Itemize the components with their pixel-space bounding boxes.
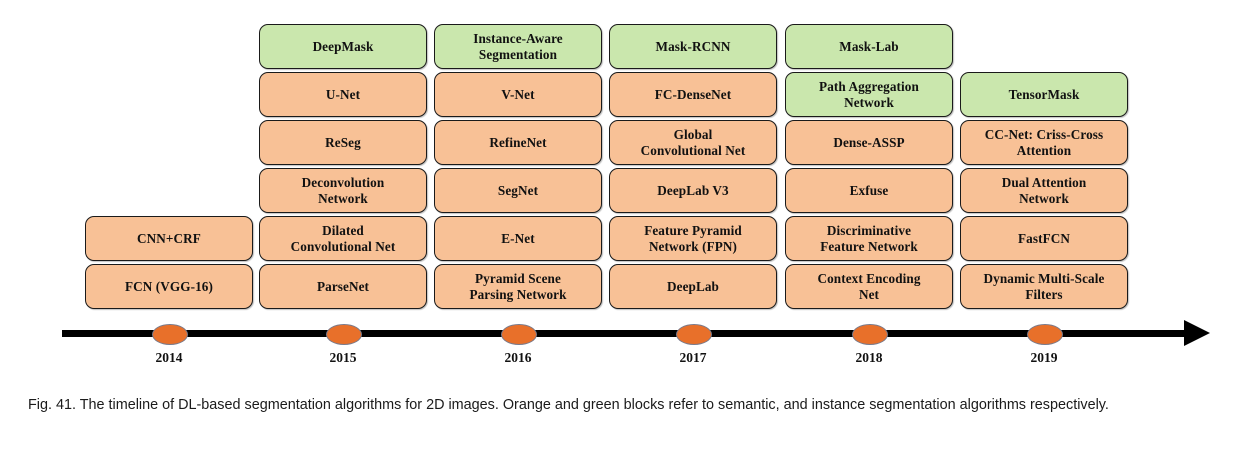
algorithm-block-label: Mask-RCNN [655,38,731,54]
algorithm-block[interactable]: ReSeg [259,120,427,165]
algorithm-block-label: E-Net [501,230,535,246]
algorithm-block-label: Dense-ASSP [833,134,905,150]
axis-tick-marker-2017 [676,324,712,345]
algorithm-block[interactable]: Dilated Convolutional Net [259,216,427,261]
algorithm-block[interactable]: Feature Pyramid Network (FPN) [609,216,777,261]
algorithm-block[interactable]: Mask-RCNN [609,24,777,69]
algorithm-block-label: Discriminative Feature Network [820,223,918,254]
algorithm-block[interactable]: E-Net [434,216,602,261]
algorithm-block-label: SegNet [497,182,539,198]
algorithm-block[interactable]: Discriminative Feature Network [785,216,953,261]
algorithm-block-label: Exfuse [849,182,889,198]
algorithm-block-label: CNN+CRF [137,230,201,246]
algorithm-block-label: FCN (VGG-16) [124,278,213,294]
axis-tick-marker-2019 [1027,324,1063,345]
axis-tick-marker-2016 [501,324,537,345]
algorithm-block[interactable]: FC-DenseNet [609,72,777,117]
algorithm-block[interactable]: Global Convolutional Net [609,120,777,165]
algorithm-block-label: DeepLab [667,278,719,294]
algorithm-block-label: FC-DenseNet [654,86,732,102]
algorithm-block[interactable]: Mask-Lab [785,24,953,69]
algorithm-block-label: Context Encoding Net [817,271,921,302]
axis-tick-label-2016: 2016 [504,350,532,365]
algorithm-block[interactable]: Dual Attention Network [960,168,1128,213]
algorithm-block-label: U-Net [325,86,361,102]
algorithm-block-label: V-Net [501,86,535,102]
algorithm-block[interactable]: Context Encoding Net [785,264,953,309]
algorithm-block[interactable]: Pyramid Scene Parsing Network [434,264,602,309]
algorithm-block[interactable]: CNN+CRF [85,216,253,261]
algorithm-block[interactable]: Path Aggregation Network [785,72,953,117]
algorithm-block[interactable]: ParseNet [259,264,427,309]
algorithm-block[interactable]: TensorMask [960,72,1128,117]
algorithm-block[interactable]: FastFCN [960,216,1128,261]
algorithm-block-label: Dilated Convolutional Net [290,223,396,254]
algorithm-block-label: Pyramid Scene Parsing Network [469,271,567,302]
algorithm-block-label: CC-Net: Criss-Cross Attention [984,127,1104,158]
algorithm-block-label: Deconvolution Network [301,175,385,206]
axis-tick-label-2019: 2019 [1030,350,1058,365]
algorithm-block[interactable]: Dynamic Multi-Scale Filters [960,264,1128,309]
axis-tick-label-2018: 2018 [855,350,883,365]
algorithm-block-label: ReSeg [325,134,361,150]
algorithm-block-label: DeepMask [312,38,374,54]
axis-line [62,330,1187,337]
algorithm-block-label: DeepLab V3 [657,182,729,198]
algorithm-block[interactable]: RefineNet [434,120,602,165]
algorithm-block-label: TensorMask [1008,86,1080,102]
algorithm-block[interactable]: U-Net [259,72,427,117]
algorithm-block[interactable]: SegNet [434,168,602,213]
axis-tick-label-2017: 2017 [679,350,707,365]
axis-tick-marker-2014 [152,324,188,345]
algorithm-block[interactable]: DeepMask [259,24,427,69]
algorithm-block[interactable]: CC-Net: Criss-Cross Attention [960,120,1128,165]
algorithm-block-label: Global Convolutional Net [640,127,746,158]
algorithm-block-label: FastFCN [1018,230,1070,246]
algorithm-block[interactable]: Exfuse [785,168,953,213]
algorithm-block[interactable]: FCN (VGG-16) [85,264,253,309]
timeline-axis: 2014 2015 2016 2017 2018 2019 [0,315,1234,375]
axis-tick-marker-2018 [852,324,888,345]
algorithm-block[interactable]: Instance-Aware Segmentation [434,24,602,69]
algorithm-block[interactable]: DeepLab [609,264,777,309]
algorithm-block[interactable]: Deconvolution Network [259,168,427,213]
axis-tick-label-2015: 2015 [329,350,357,365]
algorithm-block[interactable]: DeepLab V3 [609,168,777,213]
algorithm-block-label: Path Aggregation Network [819,79,919,110]
algorithm-block-label: Feature Pyramid Network (FPN) [644,223,742,254]
algorithm-block-label: RefineNet [489,134,547,150]
algorithm-block-label: Instance-Aware Segmentation [473,31,563,62]
axis-tick-marker-2015 [326,324,362,345]
algorithm-block-label: ParseNet [316,278,370,294]
algorithm-block-label: Dual Attention Network [1001,175,1087,206]
figure-caption: Fig. 41. The timeline of DL-based segmen… [28,397,1109,413]
algorithm-block[interactable]: V-Net [434,72,602,117]
algorithm-block[interactable]: Dense-ASSP [785,120,953,165]
axis-tick-label-2014: 2014 [155,350,183,365]
algorithm-block-label: Mask-Lab [839,38,899,54]
axis-arrow-icon [1184,320,1210,346]
timeline-column-2014: CNN+CRF FCN (VGG-16) [85,0,253,315]
algorithm-block-label: Dynamic Multi-Scale Filters [983,271,1105,302]
